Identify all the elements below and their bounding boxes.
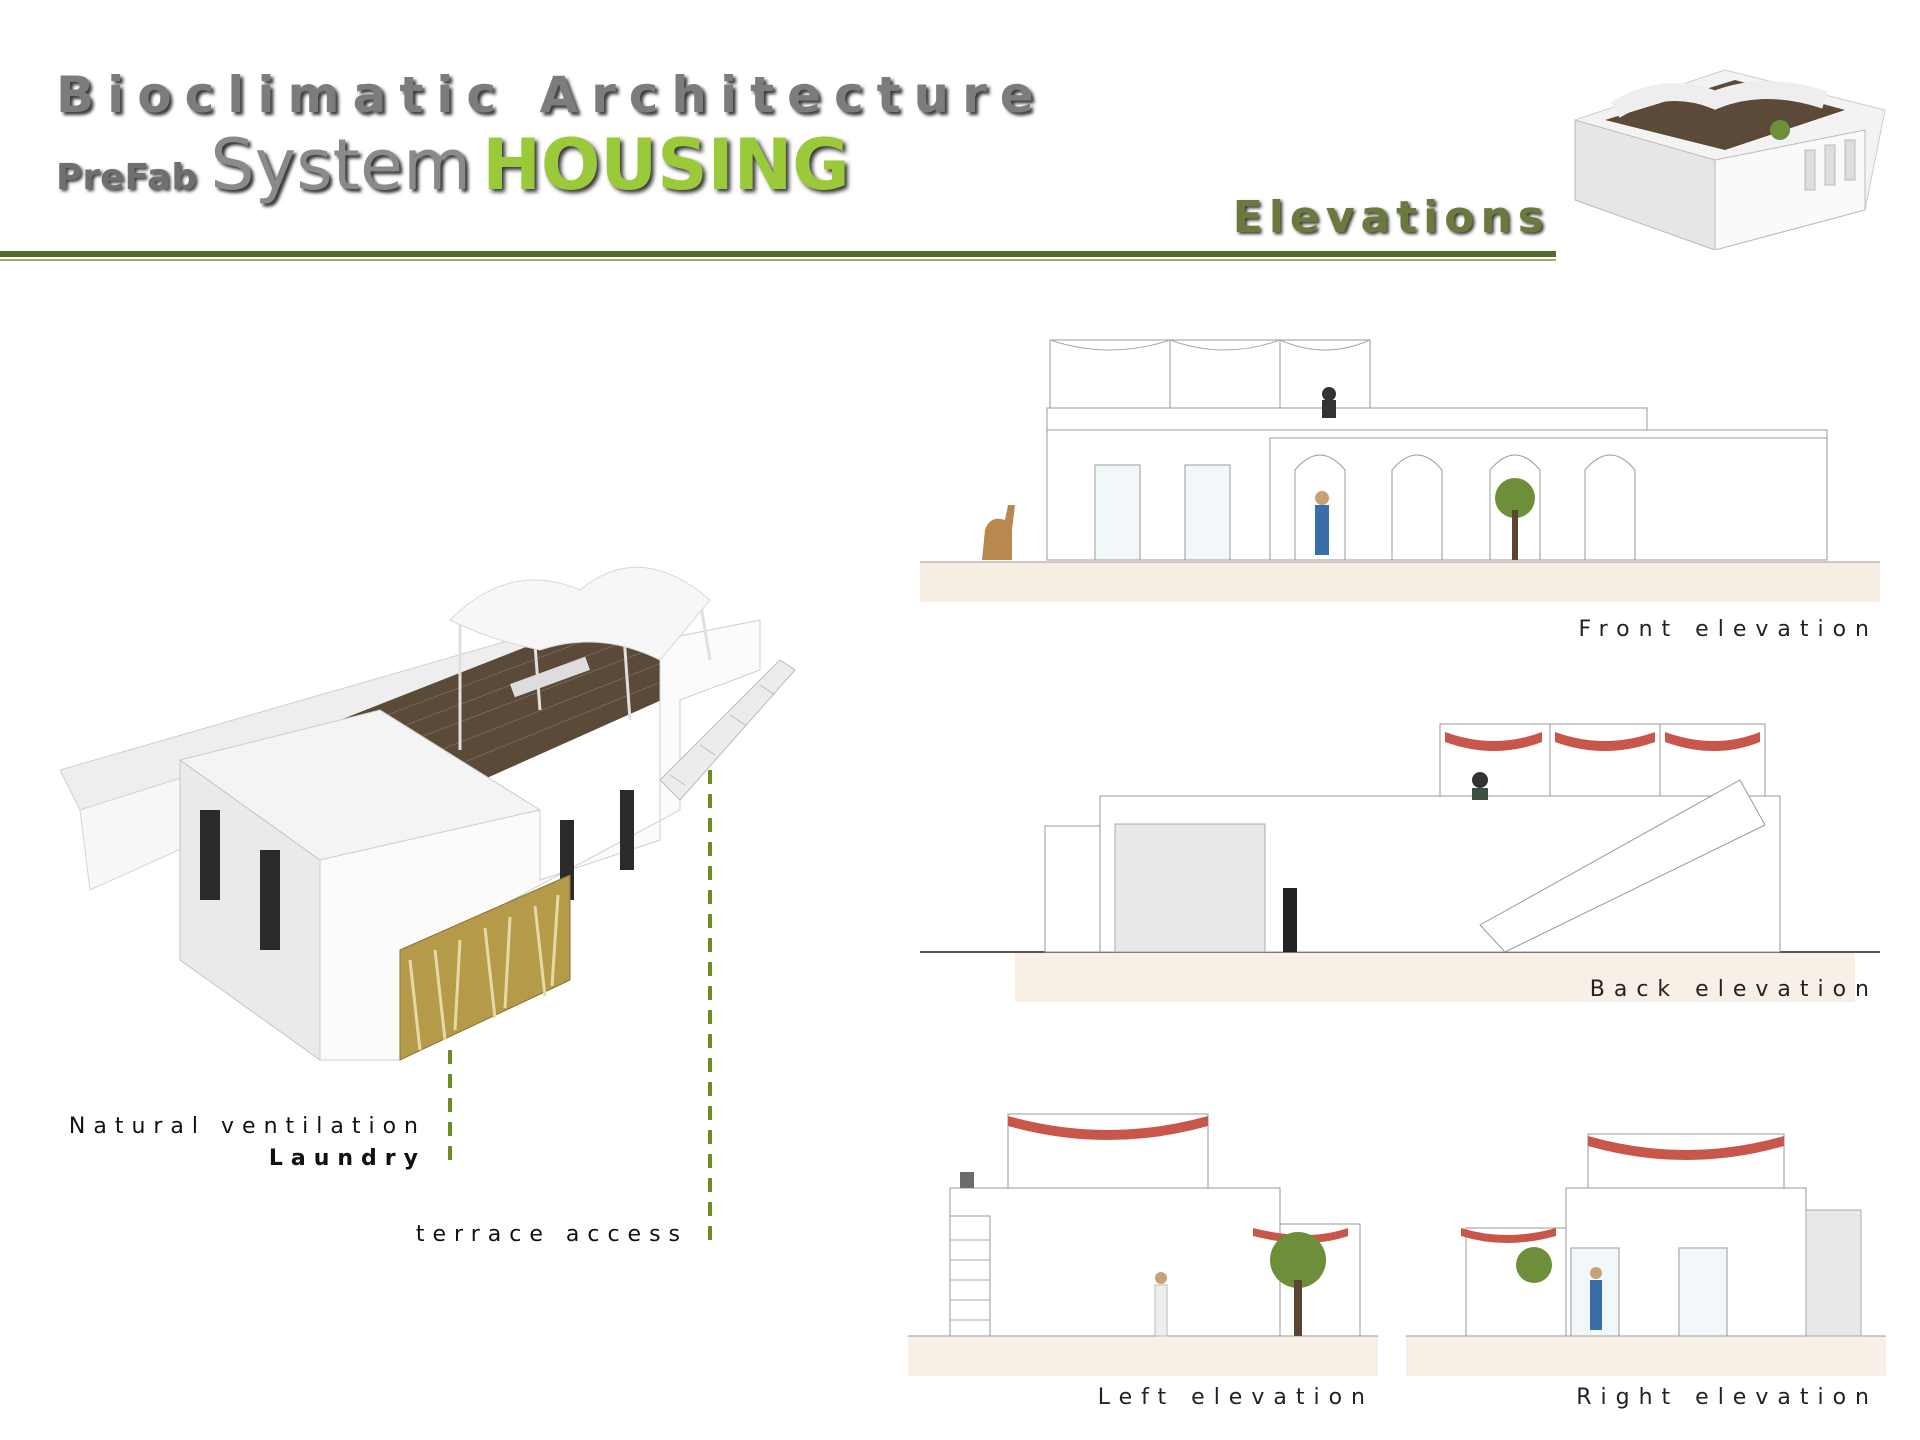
back-elevation-drawing	[920, 723, 1880, 1002]
annotation-laundry: Laundry	[268, 1146, 426, 1171]
right-elevation-drawing	[1406, 1133, 1886, 1376]
leader-lines	[448, 770, 712, 1250]
title-housing: HOUSING	[482, 124, 850, 206]
title-line-2: PreFab System HOUSING	[56, 124, 850, 206]
header-rule-light	[0, 259, 1556, 261]
left-elevation-drawing	[908, 1113, 1378, 1376]
caption-back-elevation: Back elevation	[1589, 977, 1878, 1002]
section-title: Elevations	[1232, 192, 1550, 243]
caption-front-elevation: Front elevation	[1578, 617, 1878, 642]
header-rule	[0, 251, 1556, 257]
title-line-1: Bioclimatic Architecture	[56, 66, 1047, 124]
annotation-terrace-access: terrace access	[415, 1222, 688, 1247]
annotation-natural-ventilation: Natural ventilation	[68, 1114, 426, 1139]
caption-left-elevation: Left elevation	[1097, 1385, 1374, 1410]
front-elevation-drawing	[920, 339, 1880, 602]
axonometric-model	[60, 566, 796, 1061]
thumbnail-axonometric	[1574, 69, 1886, 250]
title-prefix: PreFab	[56, 157, 198, 198]
title-system: System	[210, 124, 472, 206]
caption-right-elevation: Right elevation	[1576, 1385, 1878, 1410]
